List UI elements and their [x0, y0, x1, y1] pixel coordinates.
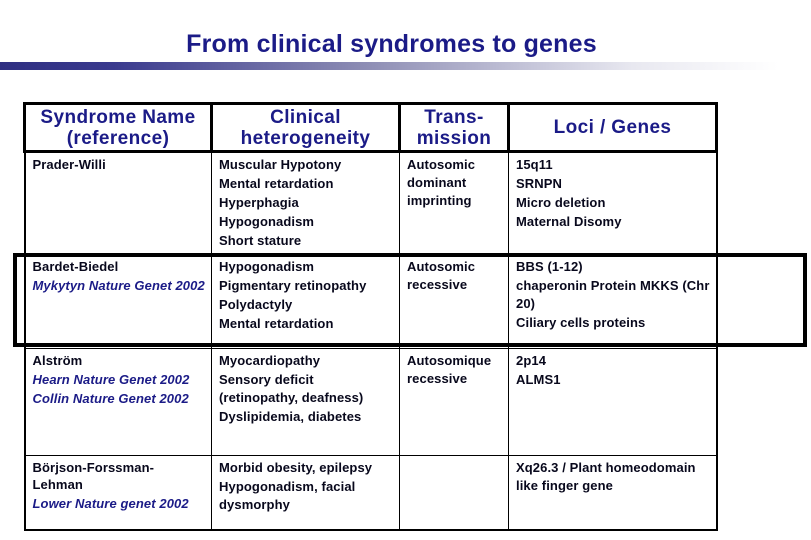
reference-citation: Lower Nature genet 2002	[32, 496, 189, 511]
table-row: Prader-Willi Muscular Hypotony Mental re…	[24, 151, 717, 255]
clinical-cell: Morbid obesity, epilepsy Hypogonadism, f…	[211, 455, 400, 530]
syndrome-cell: Bardet-Biedel Mykytyn Nature Genet 2002	[24, 254, 212, 349]
table-row-highlighted: Bardet-Biedel Mykytyn Nature Genet 2002 …	[24, 254, 717, 349]
transmission-cell: Autosomic recessive	[399, 254, 509, 349]
col-header-clinical: Clinical heterogeneity	[210, 102, 401, 153]
loci-cell: Xq26.3 / Plant homeodomain like finger g…	[508, 455, 717, 530]
reference-citation: Mykytyn Nature Genet 2002	[32, 278, 205, 293]
clinical-cell: Hypogonadism Pigmentary retinopathy Poly…	[211, 254, 400, 349]
reference-citation: Collin Nature Genet 2002	[32, 391, 189, 406]
syndrome-cell: Prader-Willi	[24, 151, 212, 255]
transmission-cell: Autosomic dominant imprinting	[399, 151, 509, 255]
transmission-cell	[399, 455, 509, 530]
loci-cell: 15q11 SRNPN Micro deletion Maternal Diso…	[508, 151, 717, 255]
table-header-row: Syndrome Name (reference) Clinical heter…	[23, 102, 718, 153]
syndrome-cell: Alström Hearn Nature Genet 2002 Collin N…	[24, 348, 212, 456]
clinical-cell: Muscular Hypotony Mental retardation Hyp…	[211, 151, 400, 255]
page-title: From clinical syndromes to genes	[186, 30, 597, 58]
loci-cell: 2p14 ALMS1	[508, 348, 717, 456]
clinical-cell: Myocardiopathy Sensory deficit (retinopa…	[211, 348, 400, 456]
table-row: Börjson-Forssman- Lehman Lower Nature ge…	[24, 455, 717, 530]
syndromes-table: Syndrome Name (reference) Clinical heter…	[23, 102, 718, 531]
syndrome-cell: Börjson-Forssman- Lehman Lower Nature ge…	[24, 455, 212, 530]
table-row: Alström Hearn Nature Genet 2002 Collin N…	[24, 348, 717, 456]
loci-cell: BBS (1-12) chaperonin Protein MKKS (Chr …	[508, 254, 717, 349]
transmission-cell: Autosomique recessive	[399, 348, 509, 456]
title-accent-bar	[0, 62, 811, 70]
reference-citation: Hearn Nature Genet 2002	[32, 372, 190, 387]
col-header-loci: Loci / Genes	[507, 102, 718, 153]
col-header-syndrome: Syndrome Name (reference)	[23, 102, 213, 153]
col-header-transmission: Trans- mission	[398, 102, 510, 153]
